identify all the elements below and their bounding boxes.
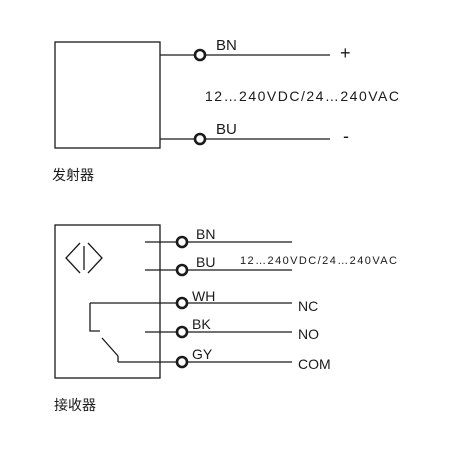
receiver-contact-com: COM	[298, 356, 331, 372]
receiver-terminal-bn	[175, 235, 189, 249]
receiver-wire-wh-label: WH	[192, 288, 215, 304]
receiver-contact-no: NO	[298, 326, 319, 342]
receiver-section: BN BU 12…240VDC/24…240VAC WH NC BK NO GY…	[54, 224, 397, 414]
receiver-terminal-wh	[175, 296, 189, 310]
emitter-wire-bn-label: BN	[216, 37, 237, 54]
emitter-box	[54, 41, 161, 149]
icon-left-chevron	[65, 242, 81, 274]
receiver-terminal-bk	[175, 325, 189, 339]
icon-right-chevron	[87, 242, 103, 274]
receiver-wire-bn-label: BN	[196, 226, 215, 242]
emitter-polarity-minus: -	[343, 126, 349, 146]
receiver-contact-nc: NC	[298, 298, 318, 314]
emitter-polarity-plus: +	[340, 43, 351, 63]
emitter-wire-bu-label: BU	[216, 121, 237, 138]
receiver-terminal-bu	[175, 263, 189, 277]
receiver-wire-bu-label: BU	[196, 254, 215, 270]
emitter-supply-voltage: 12…240VDC/24…240VAC	[205, 88, 399, 104]
receiver-box	[54, 224, 161, 379]
relay-blade	[101, 337, 119, 357]
photoelectric-receiver-icon	[65, 242, 103, 274]
receiver-wire-gy-label: GY	[192, 346, 213, 362]
emitter-section: BN + 12…240VDC/24…240VAC BU - 发射器	[52, 37, 399, 184]
relay-switch	[89, 303, 119, 362]
receiver-wire-bk-label: BK	[192, 316, 211, 332]
relay-nc-lead	[89, 303, 100, 332]
receiver-terminal-gy	[175, 355, 189, 369]
emitter-terminal-bn	[193, 48, 207, 62]
emitter-terminal-bu	[193, 132, 207, 146]
receiver-caption: 接收器	[54, 397, 96, 414]
emitter-caption: 发射器	[52, 168, 94, 184]
receiver-supply-voltage: 12…240VDC/24…240VAC	[240, 255, 397, 267]
